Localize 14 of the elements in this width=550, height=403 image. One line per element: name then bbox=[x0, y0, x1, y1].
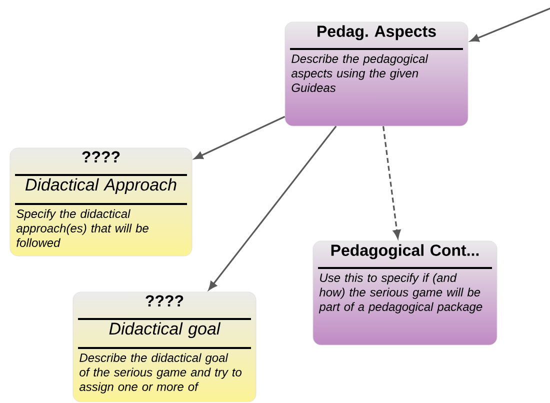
card-description: Specify the didactical approach(es) that will be followed bbox=[16, 209, 148, 248]
card-subtitle: Didactical Approach bbox=[25, 178, 176, 194]
card-description: Use this to specify if (and how) the serious game will be part of a pedagogical package bbox=[318, 273, 482, 314]
card-heading: Pedagogical Cont... bbox=[331, 244, 479, 260]
card-subtitle: Didactical goal bbox=[109, 322, 221, 338]
arrow bbox=[382, 126, 401, 239]
card-description: Describe the didactical goal of the serious game and try to assign one or more of bbox=[79, 353, 242, 394]
arrow bbox=[470, 5, 550, 42]
card-heading: ???? bbox=[146, 295, 184, 306]
card-description: Describe the pedagogical aspects using the given Guideas bbox=[291, 54, 428, 92]
card-heading: Pedag. Aspects bbox=[318, 25, 436, 40]
card-heading: ???? bbox=[82, 151, 120, 162]
arrow bbox=[208, 126, 337, 290]
arrow bbox=[194, 116, 286, 160]
